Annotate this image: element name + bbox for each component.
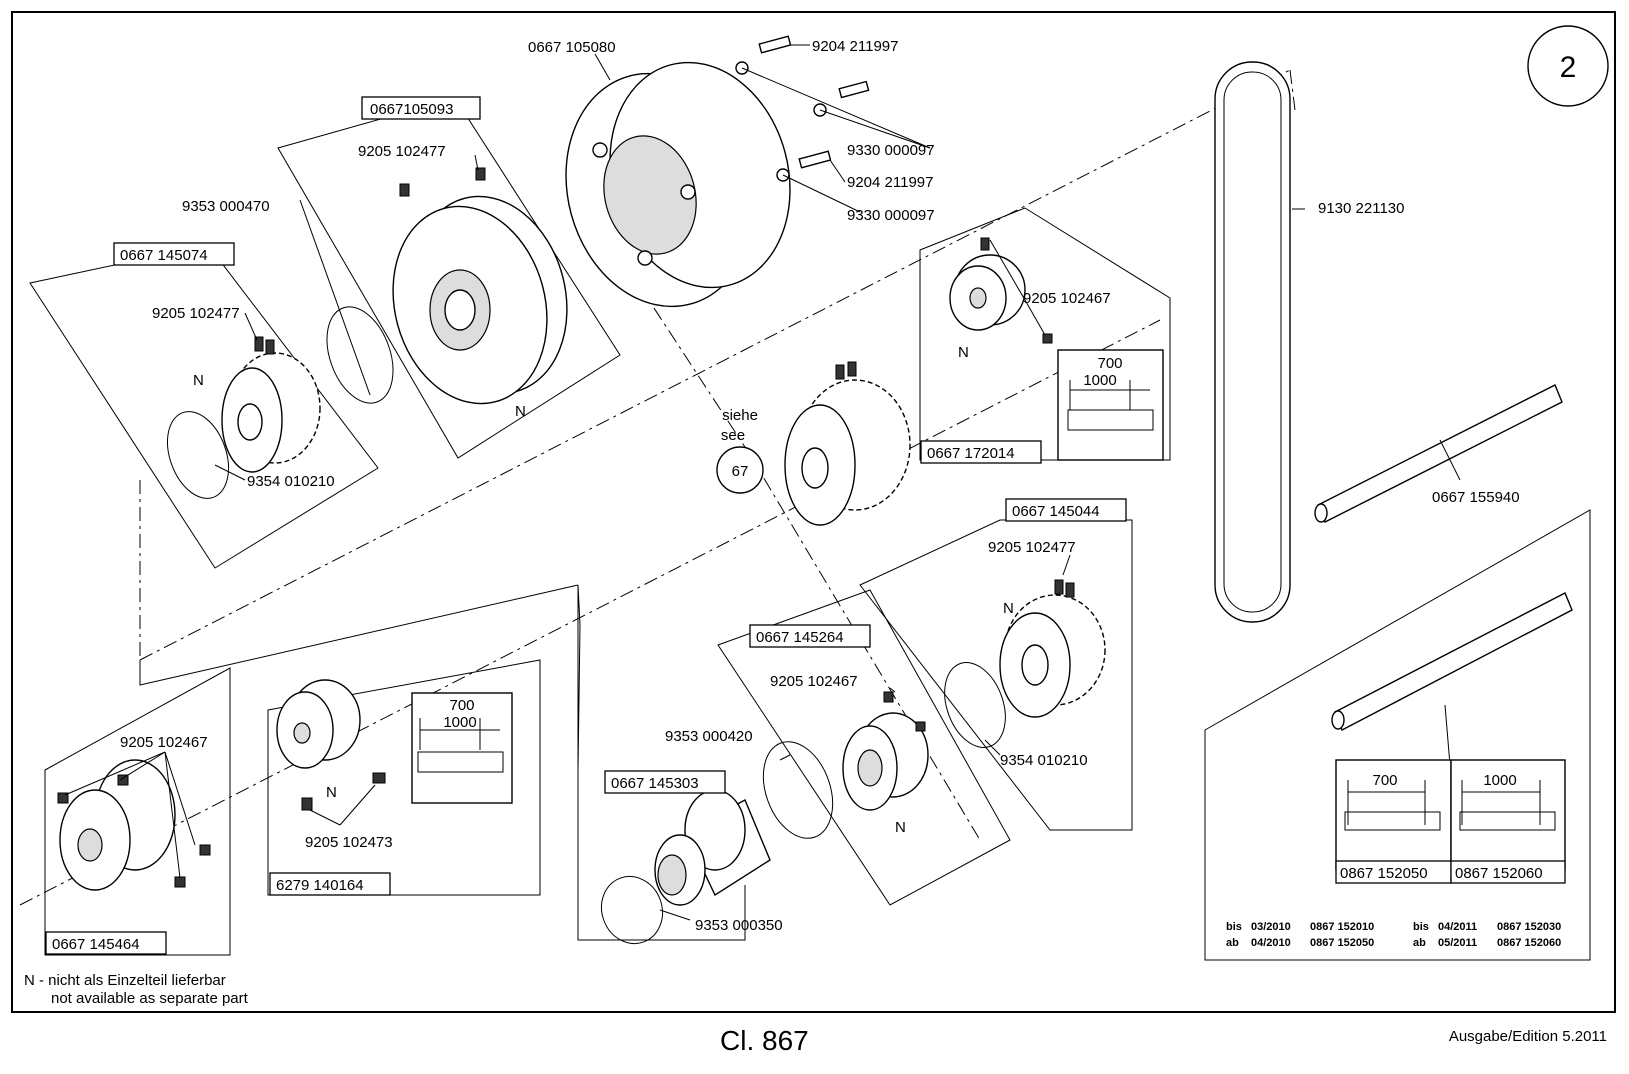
gauge-4-length-a: 1000 (1483, 772, 1516, 789)
assembly-a1: 0667105093 (370, 101, 453, 118)
history-right-0-date: 04/2011 (1438, 921, 1477, 933)
part-p11: 9205 102467 (1023, 290, 1111, 307)
eccentric-hub-left (57, 759, 211, 891)
history-left-1-date: 04/2010 (1251, 937, 1291, 949)
n-marker-2: N (515, 403, 526, 420)
history-left-1-part: 0867 152050 (1310, 937, 1374, 949)
assembly-a4: 0667 145044 (1012, 503, 1100, 520)
history-right-1-when: ab (1413, 937, 1426, 949)
refer-page: 67 (732, 463, 749, 480)
assembly-a6: 0667 145303 (611, 775, 699, 792)
page-number-circle (1527, 25, 1609, 107)
part-p14: 9354 010210 (1000, 752, 1088, 769)
model-title: Cl. 867 (720, 1025, 809, 1056)
toothed-belt (1214, 61, 1291, 623)
history-right-0-when: bis (1413, 921, 1429, 933)
page-number: 2 (1560, 51, 1577, 84)
part-p4: 9204 211997 (847, 174, 933, 191)
gauge-1-length-b: 1000 (1083, 372, 1116, 389)
n-marker-5: N (895, 819, 906, 836)
part-p18: 9205 102467 (120, 734, 208, 751)
shaft-box-s2: 0867 152060 (1455, 865, 1543, 882)
part-p16: 9353 000420 (665, 728, 753, 745)
shaft-lower (1331, 592, 1573, 731)
length-gauge-3: 700 (1335, 759, 1452, 871)
part-p13: 9205 102477 (988, 539, 1076, 556)
part-p17: 9353 000350 (695, 917, 783, 934)
shaft-upper (1314, 384, 1563, 523)
part-p10: 9130 221130 (1318, 200, 1404, 217)
part-p7: 9353 000470 (182, 198, 270, 215)
part-labels: 0667 105080 9204 211997 9330 000097 9204… (120, 38, 1520, 934)
refer-en: see (721, 427, 745, 444)
drawing-frame (11, 11, 1616, 1013)
assembly-outlines (29, 97, 1591, 961)
edition-label: Ausgabe/Edition 5.2011 (1448, 1028, 1607, 1045)
leader-lines (64, 44, 1461, 921)
gauge-2-length-a: 700 (449, 697, 474, 714)
length-gauge-2: 700 1000 (411, 692, 513, 804)
belt-pulley (392, 195, 568, 405)
part-p2: 9204 211997 (812, 38, 898, 55)
assembly-labels: 0667105093 0667 145074 0667 172014 0667 … (45, 96, 1566, 955)
retaining-rings (167, 306, 1006, 945)
sprocket-right (999, 579, 1106, 718)
screws-washers (399, 35, 870, 197)
part-p15: 9205 102467 (770, 673, 858, 690)
refer-circle (716, 446, 764, 494)
history-right-0-part: 0867 152030 (1497, 921, 1561, 933)
n-marker-6: N (326, 784, 337, 801)
hand-wheel (565, 61, 791, 308)
n-markers: N N N N N N (193, 344, 1014, 836)
part-p6: 9205 102477 (358, 143, 446, 160)
part-p19: 9205 102473 (305, 834, 393, 851)
shaft-box-s1: 0867 152050 (1340, 865, 1428, 882)
n-marker-1: N (193, 372, 204, 389)
assembly-a8: 0667 145464 (52, 936, 140, 953)
part-p3: 9330 000097 (847, 142, 935, 159)
part-p8: 9205 102477 (152, 305, 240, 322)
part-p12: 0667 155940 (1432, 489, 1520, 506)
bearing-unit (842, 691, 929, 811)
assembly-a7: 6279 140164 (276, 877, 364, 894)
history-left-0-part: 0867 152010 (1310, 921, 1374, 933)
history-left-1-when: ab (1226, 937, 1239, 949)
history-table: bis 03/2010 0867 152010 ab 04/2010 0867 … (1226, 921, 1561, 949)
history-left-0-when: bis (1226, 921, 1242, 933)
eccentric-hub (276, 679, 386, 811)
n-marker-4: N (1003, 600, 1014, 617)
note-en: not available as separate part (51, 990, 249, 1007)
assembly-a5: 0667 145264 (756, 629, 844, 646)
history-left-0-date: 03/2010 (1251, 921, 1291, 933)
part-p9: 9354 010210 (247, 473, 335, 490)
sprocket-upper-left (221, 336, 321, 473)
note-de: N - nicht als Einzelteil lieferbar (24, 972, 226, 989)
length-gauge-4: 1000 (1450, 759, 1566, 871)
set-collar (949, 237, 1053, 344)
history-right-1-date: 05/2011 (1438, 937, 1477, 949)
history-right-1-part: 0867 152060 (1497, 937, 1561, 949)
refer-de: siehe (722, 407, 758, 424)
part-p1: 0667 105080 (528, 39, 616, 56)
length-gauge-1: 700 1000 (1057, 349, 1164, 461)
gauge-3-length-a: 700 (1372, 772, 1397, 789)
sprocket-middle (784, 361, 911, 526)
sleeve (654, 789, 771, 906)
n-marker-3: N (958, 344, 969, 361)
cross-reference: siehe see 67 (716, 407, 764, 494)
gauge-2-length-b: 1000 (443, 714, 476, 731)
gauge-1-length-a: 700 (1097, 355, 1122, 372)
note: N - nicht als Einzelteil lieferbar not a… (24, 972, 249, 1007)
part-p5: 9330 000097 (847, 207, 935, 224)
assembly-a2: 0667 145074 (120, 247, 208, 264)
assembly-a3: 0667 172014 (927, 445, 1015, 462)
